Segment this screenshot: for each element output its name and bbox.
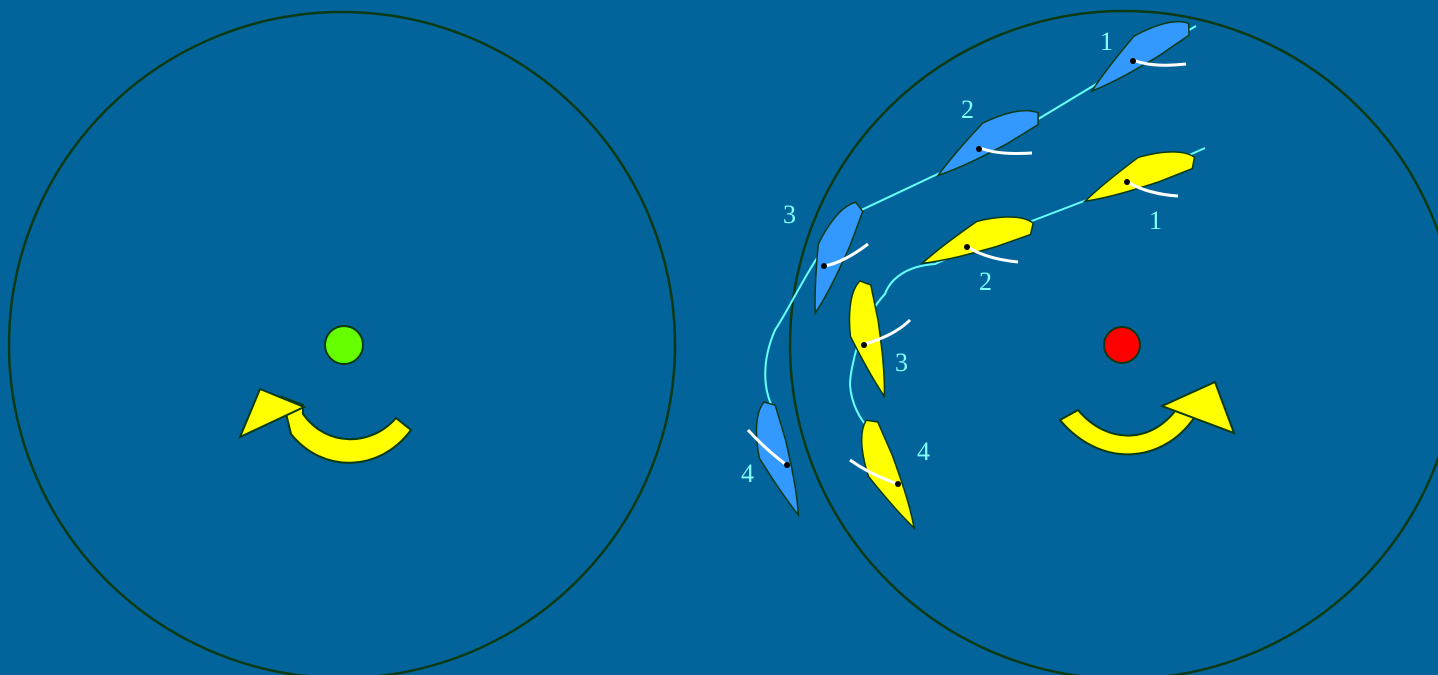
left-zone bbox=[7, 10, 677, 675]
blue-boat-label-3: 3 bbox=[783, 200, 796, 229]
blue-boat-1-sail bbox=[1132, 58, 1187, 67]
blue-boat-label-4: 4 bbox=[741, 459, 754, 488]
yellow-boat-label-4: 4 bbox=[917, 437, 930, 466]
zone-circle-right bbox=[788, 9, 1438, 675]
blue-boat-3-mast bbox=[821, 263, 827, 269]
yellow-boat-4-mast bbox=[895, 481, 901, 487]
yellow-boat-label-1: 1 bbox=[1149, 206, 1162, 235]
blue-boat-1-mast bbox=[1130, 58, 1136, 64]
blue-boat-4-mast bbox=[784, 462, 790, 468]
blue-boat-label-1: 1 bbox=[1100, 27, 1113, 56]
clockwise-arrowhead-icon bbox=[1159, 380, 1236, 435]
zone-circle-left bbox=[7, 10, 677, 675]
yellow-boat-4-sail bbox=[849, 458, 899, 486]
yellow-boat-label-3: 3 bbox=[895, 348, 908, 377]
blue-boat-2-mast bbox=[976, 146, 982, 152]
right-zone bbox=[788, 9, 1438, 675]
yellow-boat-2-mast bbox=[964, 244, 970, 250]
yellow-boat-2-sail bbox=[967, 245, 1019, 264]
yellow-boat-3-sail bbox=[863, 318, 912, 346]
blue-boat-3-sail bbox=[823, 242, 869, 268]
yellow-boat-label-2: 2 bbox=[979, 267, 992, 296]
red-mark bbox=[1103, 326, 1141, 364]
blue-boat-2-sail bbox=[979, 146, 1033, 155]
counterclockwise-arrowhead-icon bbox=[238, 387, 307, 440]
blue-boat-4-sail bbox=[746, 428, 789, 468]
yellow-boat-3-mast bbox=[861, 342, 867, 348]
green-mark bbox=[324, 325, 364, 365]
yellow-boat-1-sail bbox=[1127, 180, 1179, 198]
blue-boat-label-2: 2 bbox=[961, 95, 974, 124]
counterclockwise-arrow-icon bbox=[280, 395, 413, 464]
yellow-boat-1-mast bbox=[1124, 179, 1130, 185]
